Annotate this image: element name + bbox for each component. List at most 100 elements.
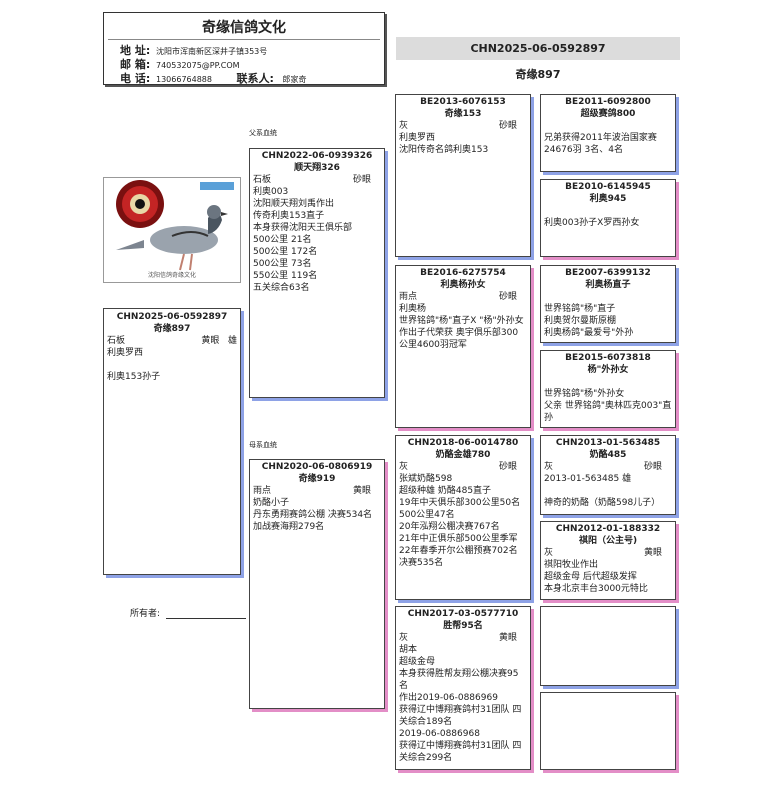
- ds-name: 奶酪金雄780: [435, 450, 491, 460]
- subject-line: [107, 359, 237, 371]
- sd-ring: BE2016-6275754: [420, 268, 506, 278]
- dsd-color: 灰: [544, 548, 554, 558]
- ss-ring: BE2013-6076153: [420, 97, 506, 107]
- email-value: 740532075@PP.COM: [156, 61, 240, 70]
- sd-line: 利奥杨: [399, 304, 427, 314]
- dd-line: 获得辽中博翔赛鸽村31团队 四: [399, 741, 522, 751]
- dss-color: 灰: [544, 462, 554, 472]
- dss-eye: 砂眼: [643, 462, 662, 472]
- ds-ring: CHN2018-06-0014780: [407, 438, 519, 448]
- sire-line: 利奥003: [253, 187, 289, 197]
- dsd-ring: CHN2012-01-188332: [555, 524, 661, 534]
- ssd-card[interactable]: BE2010-6145945 利奥945 利奥003孙子X罗西孙女: [540, 179, 676, 257]
- sd-line: 公里4600羽冠军: [399, 340, 467, 350]
- sdd-card[interactable]: BE2015-6073818 杨"外孙女 世界铭鸽"杨"外孙女 父亲 世界铭鸽"…: [540, 350, 676, 428]
- ss-color: 灰: [399, 121, 409, 131]
- sss-name: 超级赛鸽800: [580, 109, 636, 119]
- sss-card[interactable]: BE2011-6092800 超级赛鸽800 兄弟获得2011年波治国家赛 24…: [540, 94, 676, 172]
- dss-name: 奶酪485: [589, 450, 627, 460]
- dd-name: 胜帮95名: [443, 621, 483, 631]
- sdd-ring: BE2015-6073818: [565, 353, 651, 363]
- ds-line: 21年中正俱乐部500公里季军: [399, 534, 518, 544]
- sd-color: 雨点: [399, 292, 418, 302]
- sire-card[interactable]: CHN2022-06-0939326 顺天翔326 石板砂眼 利奥003 沈阳顺…: [249, 148, 385, 398]
- sds-card[interactable]: BE2007-6399132 利奥杨直子 世界铭鸽"杨"直子 利奥贺尔曼斯原棚 …: [540, 265, 676, 343]
- dd-eye: 黄眼: [498, 633, 517, 643]
- ssd-ring: BE2010-6145945: [565, 182, 651, 192]
- dam-sire-card[interactable]: CHN2018-06-0014780 奶酪金雄780 灰砂眼 张斌奶酪598 超…: [395, 435, 531, 600]
- sss-line: [544, 120, 672, 132]
- dam-section-label: 母系血统: [249, 441, 277, 449]
- sds-line: 利奥杨鸽"最爱号"外孙: [544, 328, 634, 338]
- sire-line: 500公里 73名: [253, 259, 312, 269]
- dds-card-empty[interactable]: [540, 606, 676, 686]
- subject-ring-bar: CHN2025-06-0592897: [396, 37, 680, 60]
- subject-card-name: 奇缘897: [153, 324, 191, 334]
- subject-name: 奇缘897: [515, 68, 561, 81]
- sire-line: 传奇利奥153直子: [253, 211, 325, 221]
- dd-line: 名: [399, 681, 409, 691]
- ds-line: 张斌奶酪598: [399, 474, 453, 484]
- subject-line: 利奥153孙子: [107, 372, 161, 382]
- ssd-line: [544, 205, 672, 217]
- sd-line: 作出子代荣获 奥宇俱乐部300: [399, 328, 519, 338]
- contact-info: 地 址:沈阳市浑南新区深井子镇353号 邮 箱:740532075@PP.COM…: [120, 44, 307, 86]
- sire-eye: 砂眼: [352, 175, 371, 185]
- subject-line: 利奥罗西: [107, 348, 144, 358]
- sd-eye: 砂眼: [498, 292, 517, 302]
- ss-eye: 砂眼: [498, 121, 517, 131]
- contact-label: 联系人:: [236, 72, 274, 85]
- phone-label: 电 话:: [120, 72, 151, 85]
- sire-section-label: 父系血统: [249, 129, 277, 137]
- dsd-eye: 黄眼: [643, 548, 662, 558]
- subject-card[interactable]: CHN2025-06-0592897 奇缘897 石板黄眼 雄 利奥罗西 利奥1…: [103, 308, 241, 575]
- sire-dam-card[interactable]: BE2016-6275754 利奥杨孙女 雨点砂眼 利奥杨 世界铭鸽"杨"直子X…: [395, 265, 531, 428]
- ds-line: 500公里47名: [399, 510, 455, 520]
- dsd-line: 本身北京丰台3000元特比: [544, 584, 648, 594]
- dss-card[interactable]: CHN2013-01-563485 奶酪485 灰砂眼 2013-01-5634…: [540, 435, 676, 515]
- sds-name: 利奥杨直子: [585, 280, 631, 290]
- dam-card[interactable]: CHN2020-06-0806919 奇缘919 雨点黄眼 奶酪小子 丹东勇翔赛…: [249, 459, 385, 709]
- sire-color: 石板: [253, 175, 272, 185]
- dd-line: 2019-06-0886968: [399, 729, 480, 739]
- sss-ring: BE2011-6092800: [565, 97, 651, 107]
- photo-caption: 沈阳信鸽奇缘文化: [147, 272, 196, 279]
- sire-line: 五关综合63名: [253, 283, 310, 293]
- subject-eye: 黄眼: [201, 336, 220, 346]
- header-divider: [108, 39, 380, 40]
- sire-sire-card[interactable]: BE2013-6076153 奇缘153 灰砂眼 利奥罗西 沈阳传奇名鸽利奥15…: [395, 94, 531, 257]
- sire-ring: CHN2022-06-0939326: [261, 151, 373, 161]
- dd-line: 胡本: [399, 645, 418, 655]
- ss-name: 奇缘153: [444, 109, 482, 119]
- email-label: 邮 箱:: [120, 58, 151, 71]
- dam-color: 雨点: [253, 486, 272, 496]
- owner-label: 所有者:: [130, 609, 161, 619]
- dd-line: 作出2019-06-0886969: [399, 693, 498, 703]
- sss-line: 24676羽 3名、4名: [544, 145, 623, 155]
- sds-line: [544, 291, 672, 303]
- address-value: 沈阳市浑南新区深井子镇353号: [156, 47, 268, 56]
- sd-line: 世界铭鸽"杨"直子X "杨"外孙女: [399, 316, 524, 326]
- dd-line: 获得辽中博翔赛鸽村31团队 四: [399, 705, 522, 715]
- pigeon-photo: 沈阳信鸽奇缘文化: [103, 177, 241, 283]
- ssd-line: 利奥003孙子X罗西孙女: [544, 218, 640, 228]
- sdd-line: [544, 376, 672, 388]
- header-title: 奇缘信鸽文化: [202, 20, 286, 36]
- pigeon-illustration: [116, 180, 234, 271]
- ds-line: 20年泓翔公棚决赛767名: [399, 522, 500, 532]
- sdd-line: 世界铭鸽"杨"外孙女: [544, 389, 625, 399]
- sds-line: 世界铭鸽"杨"直子: [544, 304, 616, 314]
- sdd-name: 杨"外孙女: [587, 365, 629, 375]
- dsd-card[interactable]: CHN2012-01-188332 祺阳（公主号) 灰黄眼 祺阳牧业作出 超级金…: [540, 521, 676, 600]
- dss-line: 2013-01-563485 雄: [544, 474, 632, 484]
- dam-dam-card[interactable]: CHN2017-03-0577710 胜帮95名 灰黄眼 胡本 超级金母 本身获…: [395, 606, 531, 770]
- sire-line: 550公里 119名: [253, 271, 318, 281]
- owner-line[interactable]: [166, 618, 247, 619]
- sdd-line: 父亲 世界铭鸽"奥林匹克003"直: [544, 401, 672, 411]
- sire-name: 顺天翔326: [294, 163, 340, 173]
- dsd-line: 超级金母 后代超级发挥: [544, 572, 637, 582]
- sire-line: 500公里 172名: [253, 247, 318, 257]
- subject-card-ring: CHN2025-06-0592897: [116, 312, 228, 322]
- ddd-card-empty[interactable]: [540, 692, 676, 770]
- dd-line: 超级金母: [399, 657, 436, 667]
